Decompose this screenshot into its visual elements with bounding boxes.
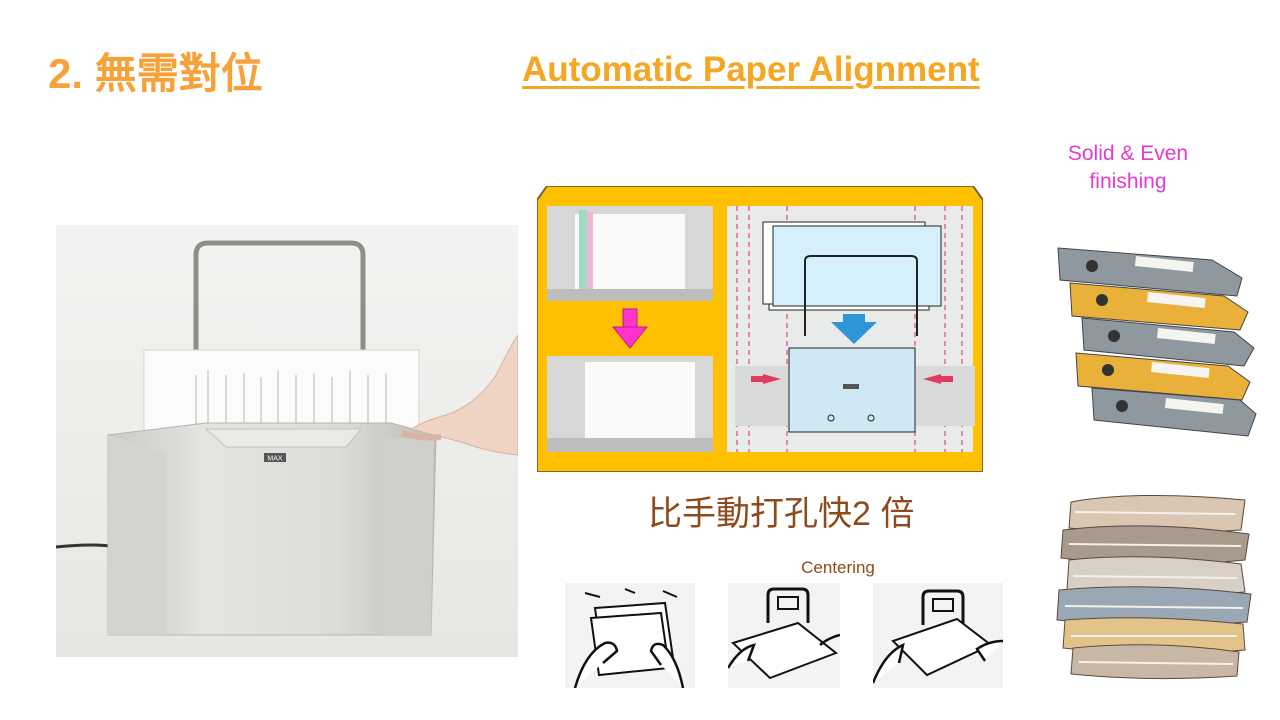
slide-title-english: Automatic Paper Alignment [522, 50, 980, 89]
centering-label: Centering [801, 558, 875, 577]
centering-step-1-illustration [565, 583, 695, 688]
centering-step-2-illustration [728, 583, 840, 688]
solid-finishing-caption: Solid & Even finishing [1040, 140, 1216, 196]
messy-paper-pile-photo [1055, 490, 1253, 680]
hole-punch-photo: MAX [56, 225, 518, 657]
speed-claim-text: 比手動打孔快2 倍 [648, 495, 915, 533]
down-arrow-icon [611, 308, 649, 349]
slide-title-chinese: 2. 無需對位 [48, 50, 263, 97]
side-push-arrow-icon [751, 374, 781, 384]
neat-binder-stack-photo [1057, 247, 1257, 437]
solid-caption-line-2: finishing [1089, 170, 1167, 193]
side-push-arrow-icon [923, 374, 953, 384]
down-arrow-icon [831, 314, 877, 344]
centering-step-3-illustration [873, 583, 1003, 688]
solid-caption-line-1: Solid & Even [1067, 142, 1189, 165]
alignment-diagram [537, 186, 983, 472]
brand-label: MAX [267, 456, 283, 463]
